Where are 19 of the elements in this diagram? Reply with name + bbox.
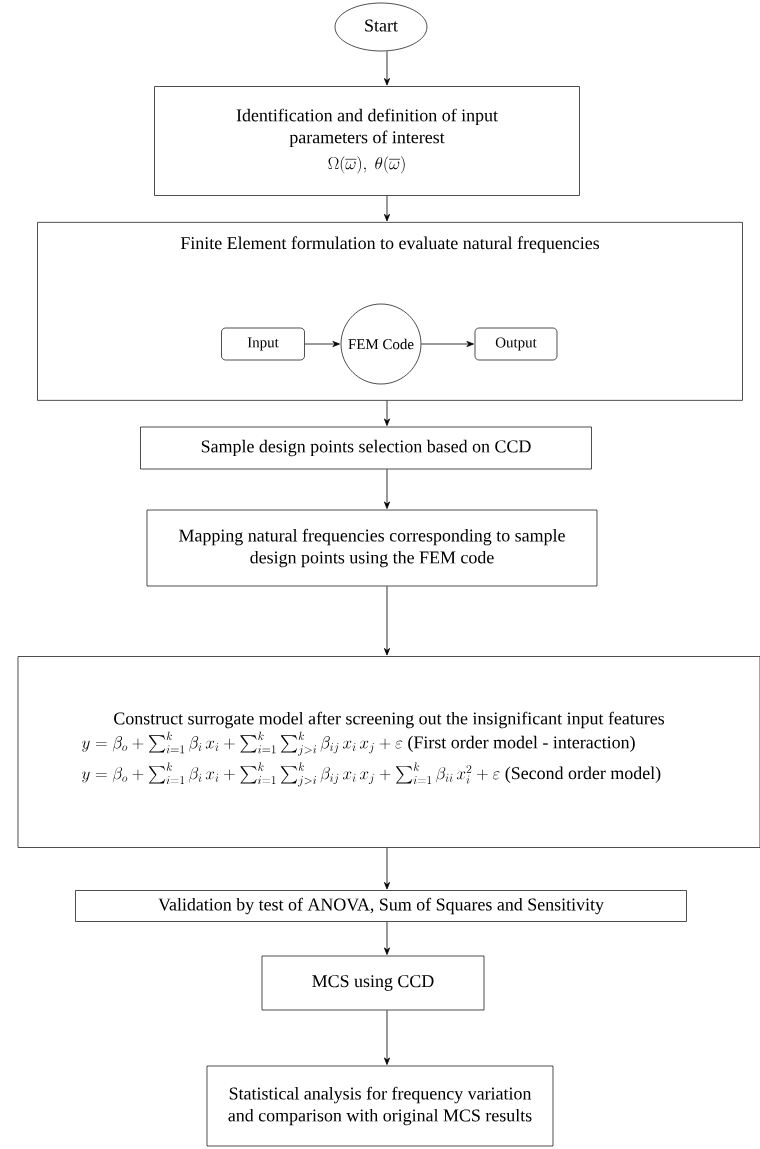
arrow [384,468,390,509]
arrow [304,341,340,347]
process-box: Statistical analysis for frequency variation and comparison with original MCS results [206,1065,554,1147]
input-box: Input [221,327,305,361]
arrow [384,847,390,890]
arrow [384,400,390,426]
arrow [384,50,390,86]
arrow [384,1009,390,1065]
process-box: Sample design points selection based on CCD [140,426,592,470]
process-box: Identification and definition of input parameters of interest $\Omega(\overline{\omega}),\ \theta(\overline{\omega})$ [154,86,580,196]
process-box: MCS using CCD [261,955,485,1011]
arrow [384,921,390,955]
process-box: Validation by test of ANOVA, Sum of Squares and Sensitivity [75,890,687,922]
output-box: Output [474,327,558,361]
arrow [384,195,390,222]
arrow [420,341,474,347]
process-box: Mapping natural frequencies corresponding to sample design points using the FEM code [146,509,598,587]
arrow [384,585,390,656]
process-box: Construct surrogate model after screening out the insignificant input features $y = \beta_o + \sum_{i=1}^{k}\beta_i\, x_i + \sum_{i=1}^{k}\sum_{j>i}^{k}\beta_{ij}\, x_i\, x_j + \varepsilon$ (First order model - interaction) $y = \beta_o + \sum_{i=1}^{k}\beta_i\, x_i + \sum_{i=1}^{k}\sum_{j>i}^{k}\beta_{ij}\, x_i\, x_j + \sum_{i=1}^{k}\beta_{ii}\, x_i^2 + \varepsilon$ (Second order model) [17,656,760,848]
